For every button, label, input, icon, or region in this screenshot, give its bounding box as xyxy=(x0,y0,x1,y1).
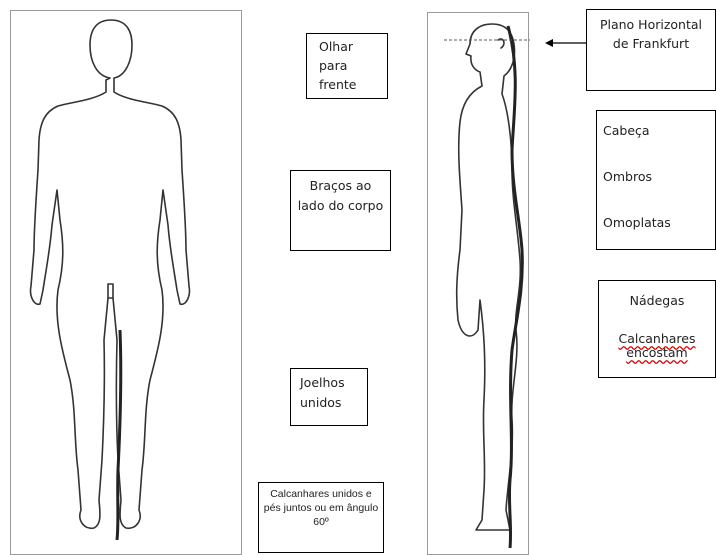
heels-feet-text: Calcanhares unidos e pés juntos ou em ân… xyxy=(264,488,378,528)
contact-upper-item: Ombros xyxy=(603,167,711,186)
knees-label: Joelhos unidos xyxy=(290,368,368,426)
contact-upper-label: Cabeça Ombros Omoplatas xyxy=(596,110,716,250)
frankfurt-arrowhead xyxy=(545,39,553,47)
contact-upper-item: Cabeça xyxy=(603,121,711,140)
heels-feet-label: Calcanhares unidos e pés juntos ou em ân… xyxy=(258,482,384,553)
contact-lower-label: Nádegas Calcanhares encostam xyxy=(598,280,716,378)
front-human-figure xyxy=(31,20,190,528)
arms-label: Braços ao lado do corpo xyxy=(290,170,391,251)
knees-text: Joelhos unidos xyxy=(300,375,345,410)
contact-lower-item: Nádegas xyxy=(603,291,711,310)
arms-text: Braços ao lado do corpo xyxy=(298,178,384,213)
side-back-line xyxy=(508,26,522,548)
look-forward-text: Olhar para frente xyxy=(319,39,356,92)
contact-lower-item: Calcanhares encostam xyxy=(603,332,711,360)
look-forward-label: Olhar para frente xyxy=(306,33,388,99)
contact-upper-item: Omoplatas xyxy=(603,213,711,232)
frankfurt-label: Plano Horizontal de Frankfurt xyxy=(586,9,716,91)
frankfurt-text: Plano Horizontal de Frankfurt xyxy=(600,17,702,51)
